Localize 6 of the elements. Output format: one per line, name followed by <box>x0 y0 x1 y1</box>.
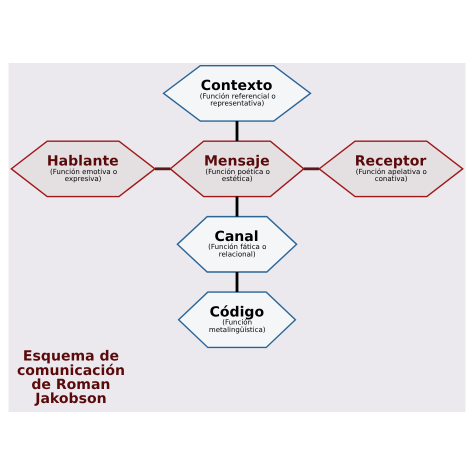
connector <box>304 166 320 170</box>
connector <box>236 196 238 216</box>
connector <box>154 166 170 170</box>
connector <box>236 120 238 141</box>
diagram-title: Esquema de comunicación de Roman Jakobson <box>16 348 125 406</box>
connector <box>236 271 238 292</box>
